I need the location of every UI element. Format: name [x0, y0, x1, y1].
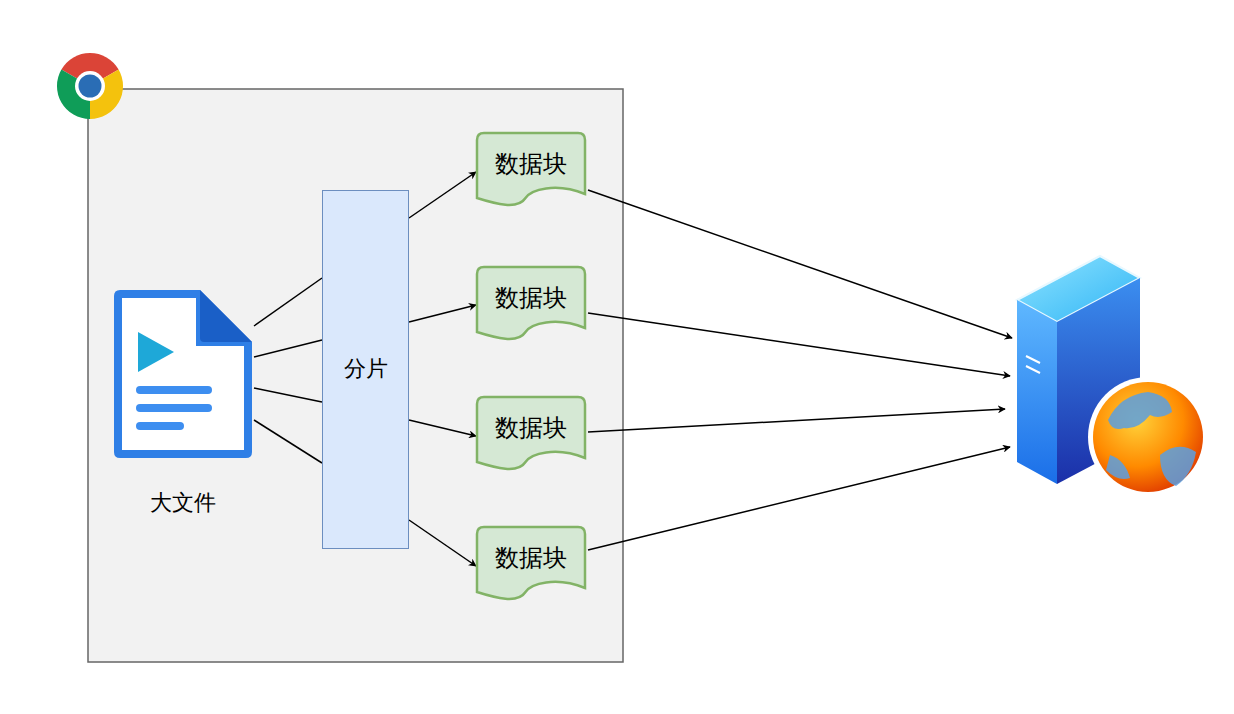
browser-icon — [57, 53, 123, 119]
server-icon — [1017, 256, 1208, 497]
process-box: 分片 — [322, 190, 409, 549]
data-block: 数据块 — [476, 526, 586, 600]
node-label: 数据块 — [495, 412, 567, 444]
data-block: 数据块 — [476, 396, 586, 470]
upload-arrows — [588, 190, 1012, 550]
data-block: 数据块 — [476, 266, 586, 340]
node-label: 数据块 — [495, 282, 567, 314]
browser-panel — [88, 89, 623, 662]
connector — [254, 278, 322, 326]
connector — [409, 520, 476, 566]
node-label: 数据块 — [495, 148, 567, 180]
node-label: 数据块 — [495, 542, 567, 574]
node-label: 分片 — [344, 354, 388, 384]
connector — [409, 420, 476, 436]
file-node: 大文件 — [112, 288, 254, 520]
connector — [254, 420, 322, 463]
data-block: 数据块 — [476, 132, 586, 206]
connector — [409, 305, 476, 322]
connector — [254, 388, 322, 402]
node-label: 大文件 — [150, 488, 216, 518]
connector — [409, 172, 476, 218]
connector — [254, 340, 322, 357]
file-icon — [112, 288, 254, 460]
